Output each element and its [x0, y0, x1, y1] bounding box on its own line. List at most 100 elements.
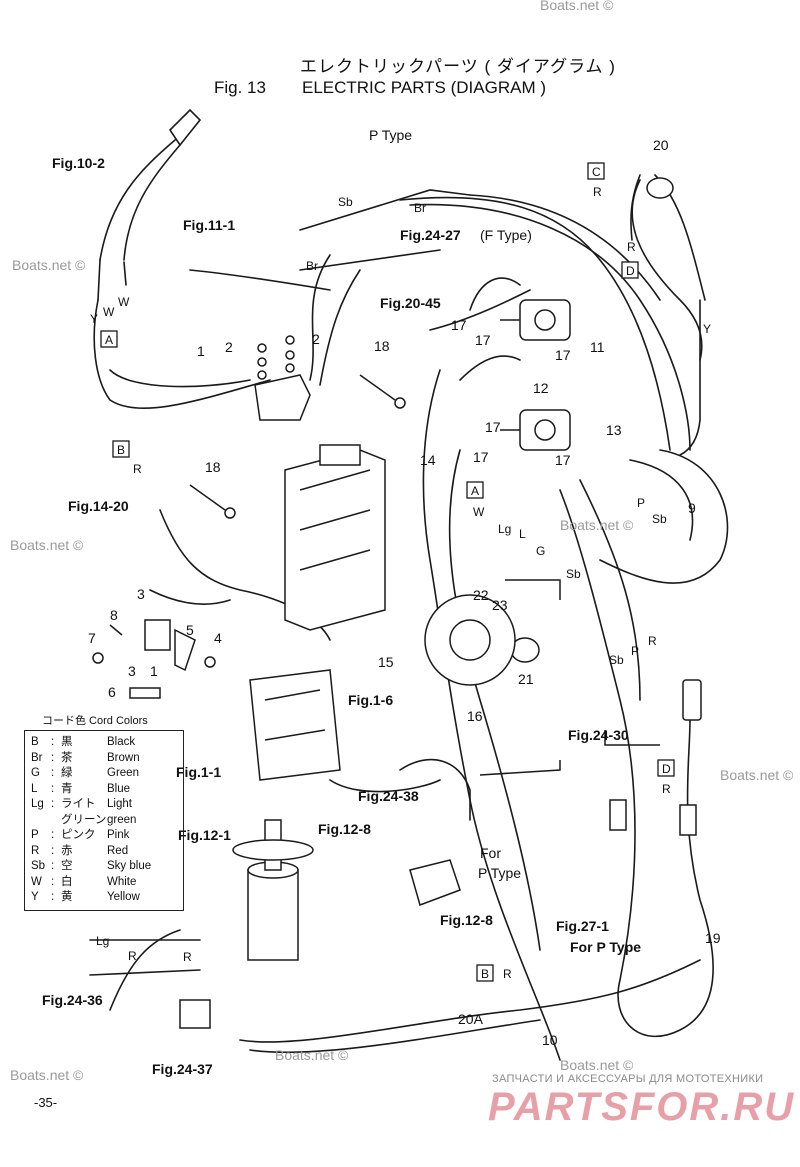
part-2a: 2 [225, 339, 233, 355]
label-for: For [480, 845, 501, 861]
part-8: 8 [110, 607, 118, 623]
ref-fig-24-37[interactable]: Fig.24-37 [152, 1061, 213, 1077]
part-4: 4 [214, 630, 222, 646]
part-3: 3 [137, 586, 145, 602]
wire-br-1: Br [414, 201, 426, 215]
connector-block [254, 374, 311, 421]
part-20a: 20A [458, 1011, 484, 1027]
part-1: 1 [197, 343, 205, 359]
ref-fig-12-1[interactable]: Fig.12-1 [178, 827, 231, 843]
wire-r-2: R [627, 240, 636, 254]
starter-relay [409, 859, 461, 906]
legend-en: Black [107, 736, 136, 748]
wire-sb-3: Sb [652, 512, 667, 526]
legend-separator: : [51, 798, 55, 810]
ref-fig-24-36[interactable]: Fig.24-36 [42, 992, 103, 1008]
legend-jp: ピンク [61, 829, 96, 841]
wire-r-5: R [662, 782, 671, 796]
ref-fig-1-6[interactable]: Fig.1-6 [348, 692, 393, 708]
ref-fig-12-8-b[interactable]: Fig.12-8 [440, 912, 493, 928]
legend-jp: 緑 [61, 767, 73, 779]
ref-fig-11-1[interactable]: Fig.11-1 [183, 217, 235, 233]
fig-number: Fig. 13 [214, 78, 266, 97]
watermark: Boats.net © [720, 767, 794, 783]
ref-fig-24-30[interactable]: Fig.24-30 [568, 727, 629, 743]
coupler-right [682, 679, 702, 721]
ref-fig-10-2[interactable]: Fig.10-2 [52, 155, 105, 171]
part-18b: 18 [205, 459, 221, 475]
ref-fig-1-1[interactable]: Fig.1-1 [176, 764, 221, 780]
legend-jp: 青 [61, 782, 73, 795]
legend-code [31, 813, 51, 829]
wire-sb-2: Sb [566, 567, 581, 581]
part-17a: 17 [451, 317, 467, 333]
legend-jp: 黄 [61, 891, 73, 903]
wire-r-4: R [648, 634, 657, 648]
part-13: 13 [606, 422, 622, 438]
ref-fig-12-8-a[interactable]: Fig.12-8 [318, 821, 371, 837]
wires [89, 108, 729, 1061]
wire-lg-1: Lg [498, 522, 511, 536]
legend-separator: : [51, 844, 55, 857]
wire-w-3: W [473, 505, 485, 519]
part-20: 20 [653, 137, 669, 153]
wire-lg-2: Lg [96, 934, 109, 948]
legend-en: Red [107, 844, 129, 857]
ref-fig-24-38[interactable]: Fig.24-38 [358, 788, 419, 804]
part-5: 5 [186, 622, 194, 638]
legend-row: Sb: 空 Sky blue [31, 859, 179, 875]
part-14: 14 [420, 452, 436, 468]
legend-separator: : [51, 751, 55, 764]
legend-en: Sky blue [107, 860, 152, 872]
legend-en: White [107, 875, 137, 888]
part-17f: 17 [555, 452, 571, 468]
legend-jp: 茶 [61, 751, 73, 764]
legend-jp: 白 [61, 875, 73, 888]
wire-y-2: Y [703, 322, 711, 336]
legend-code: Sb [31, 860, 46, 872]
legend-code: W [31, 875, 42, 888]
legend-jp: グリーン [61, 813, 107, 826]
wire-r-1: R [593, 185, 602, 199]
part-1b: 1 [150, 663, 158, 679]
starter-motor [232, 819, 314, 961]
ref-fig-20-45[interactable]: Fig.20-45 [380, 295, 441, 311]
part-9: 9 [688, 500, 696, 516]
part-23: 23 [492, 597, 508, 613]
watermark: Boats.net © [275, 1047, 349, 1063]
ref-fig-27-1[interactable]: Fig.27-1 [556, 918, 609, 934]
part-19: 19 [705, 930, 721, 946]
legend-jp: ライト [61, 798, 96, 810]
footer-logo: PARTSFOR.RU [488, 1085, 796, 1129]
part-16: 16 [467, 708, 483, 724]
legend-en: Brown [107, 751, 140, 764]
part-2b: 2 [312, 331, 320, 347]
wire-br-2: Br [306, 259, 318, 273]
legend-code: Lg [31, 798, 44, 810]
legend-jp: 赤 [61, 844, 73, 857]
footer-tagline: ЗАПЧАСТИ И АКСЕССУАРЫ ДЛЯ МОТОТЕХНИКИ [492, 1073, 764, 1085]
ref-fig-14-20[interactable]: Fig.14-20 [68, 498, 129, 514]
components [92, 177, 702, 1029]
part-12: 12 [533, 380, 549, 396]
connector-d2: D [662, 762, 671, 776]
connector-a1: A [105, 333, 113, 347]
coupler [179, 999, 211, 1029]
legend-jp: 空 [61, 860, 73, 872]
ref-fig-24-27[interactable]: Fig.24-27 [400, 227, 461, 243]
wire-w-2: W [118, 295, 130, 309]
stator [424, 594, 516, 686]
legend-en: Yellow [107, 891, 140, 903]
part-21: 21 [518, 671, 534, 687]
legend-separator: : [51, 860, 55, 872]
label-p-type: P Type [369, 127, 412, 143]
